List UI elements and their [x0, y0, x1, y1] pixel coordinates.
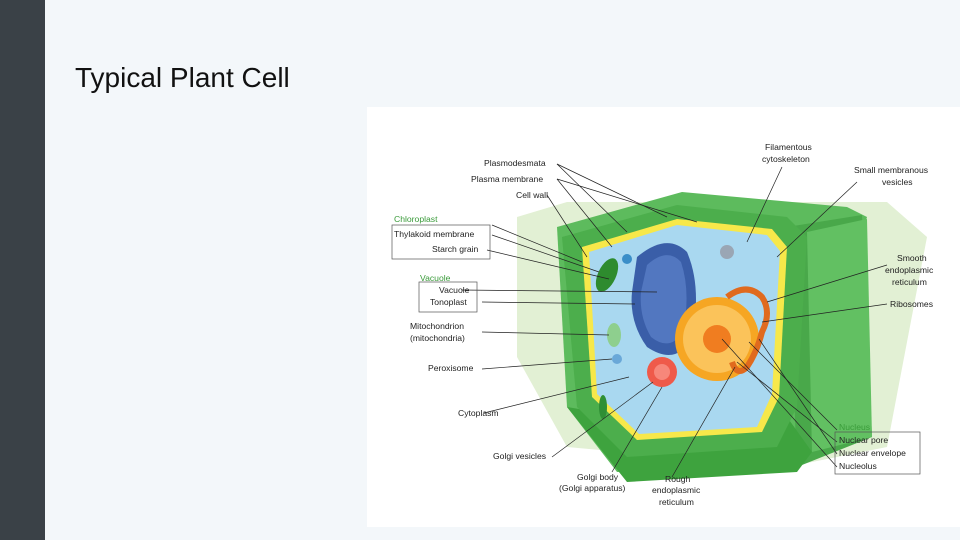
nucleolus	[703, 325, 731, 353]
label-peroxisome: Peroxisome	[428, 363, 474, 373]
label-vacuole: Vacuole	[439, 285, 470, 295]
plant-cell-diagram: Plasmodesmata Plasma membrane Cell wall …	[367, 107, 960, 527]
label-small-membranous-1: Small membranous	[854, 165, 928, 175]
nucleus-label-box	[834, 431, 921, 475]
label-small-membranous-2: vesicles	[882, 177, 913, 187]
cell-wall-right-face	[807, 219, 872, 452]
label-ribosomes: Ribosomes	[890, 299, 933, 309]
label-nuclear-pore: Nuclear pore	[839, 435, 888, 445]
vacuole-label-box	[418, 281, 478, 313]
label-smooth-er-1: Smooth	[897, 253, 927, 263]
label-filamentous-2: cytoskeleton	[762, 154, 810, 164]
left-sidebar-bar	[0, 0, 45, 540]
label-golgi-body-2: (Golgi apparatus)	[559, 483, 626, 493]
label-rough-er-3: reticulum	[659, 497, 694, 507]
label-smooth-er-2: endoplasmic	[885, 265, 934, 275]
label-golgi-body-1: Golgi body	[577, 472, 619, 482]
plasmodesma	[599, 395, 607, 419]
vacuole-inner	[640, 255, 687, 344]
label-filamentous-1: Filamentous	[765, 142, 812, 152]
label-nuclear-envelope: Nuclear envelope	[839, 448, 906, 458]
label-thylakoid-membrane: Thylakoid membrane	[394, 229, 474, 239]
leader-lines	[461, 163, 888, 478]
label-starch-grain: Starch grain	[432, 244, 479, 254]
slide-title: Typical Plant Cell	[75, 62, 290, 93]
mitochondrion	[607, 323, 621, 347]
label-golgi-vesicles: Golgi vesicles	[493, 451, 546, 461]
label-plasmodesmata: Plasmodesmata	[484, 158, 546, 168]
label-nucleus-header: Nucleus	[839, 422, 870, 432]
label-rough-er-2: endoplasmic	[652, 485, 701, 495]
chloroplast-label-box	[391, 224, 491, 260]
small-vesicle	[720, 245, 734, 259]
label-tonoplast: Tonoplast	[430, 297, 467, 307]
peroxisome	[612, 354, 622, 364]
label-mitochondrion-1: Mitochondrion	[410, 321, 464, 331]
label-mitochondrion-2: (mitochondria)	[410, 333, 465, 343]
golgi-body-inner	[654, 364, 670, 380]
label-vacuole-header: Vacuole	[420, 273, 451, 283]
label-cytoplasm: Cytoplasm	[458, 408, 499, 418]
label-rough-er-1: Rough	[665, 474, 691, 484]
label-cell-wall: Cell wall	[516, 190, 548, 200]
label-plasma-membrane: Plasma membrane	[471, 174, 543, 184]
small-vesicle-2	[622, 254, 632, 264]
chloroplast	[595, 258, 619, 292]
rough-er	[725, 286, 770, 374]
label-chloroplast: Chloroplast	[394, 214, 438, 224]
label-smooth-er-3: reticulum	[892, 277, 927, 287]
plant-cell-svg: Plasmodesmata Plasma membrane Cell wall …	[391, 142, 934, 507]
label-nucleolus: Nucleolus	[839, 461, 877, 471]
